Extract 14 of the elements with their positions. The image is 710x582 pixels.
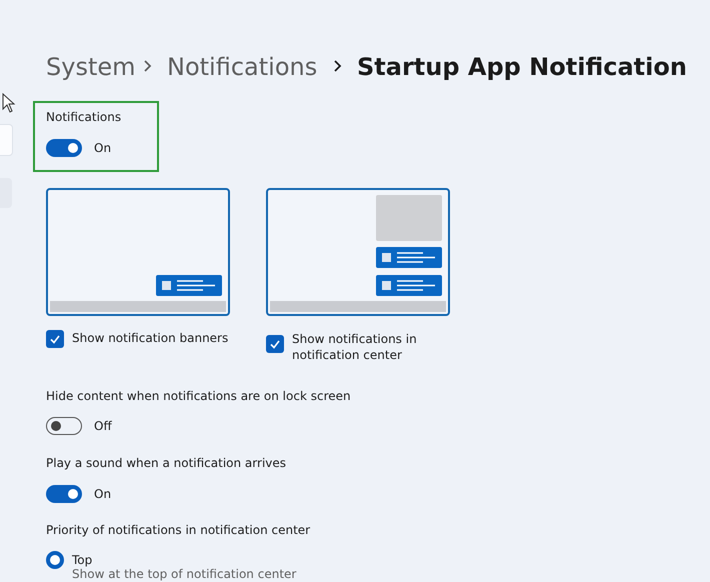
checkbox-label: Show notifications in notification center: [292, 331, 418, 363]
toggle-state: On: [94, 486, 112, 502]
page-title: Startup App Notification: [357, 52, 687, 82]
toggle-state: Off: [94, 418, 112, 434]
setting-label: Play a sound when a notification arrives: [46, 455, 286, 471]
radio-label: Top: [72, 552, 92, 568]
toggle-state: On: [94, 140, 112, 156]
setting-label: Hide content when notifications are on lock screen: [46, 388, 351, 404]
radio-description: Show at the top of notification center: [72, 566, 296, 582]
checkbox-label: Show notification banners: [72, 330, 228, 346]
setting-label: Notifications: [46, 109, 122, 125]
setting-label: Priority of notifications in notification center: [46, 522, 310, 538]
breadcrumb-link: Notifications: [167, 52, 318, 82]
breadcrumb-link: System: [46, 52, 136, 82]
